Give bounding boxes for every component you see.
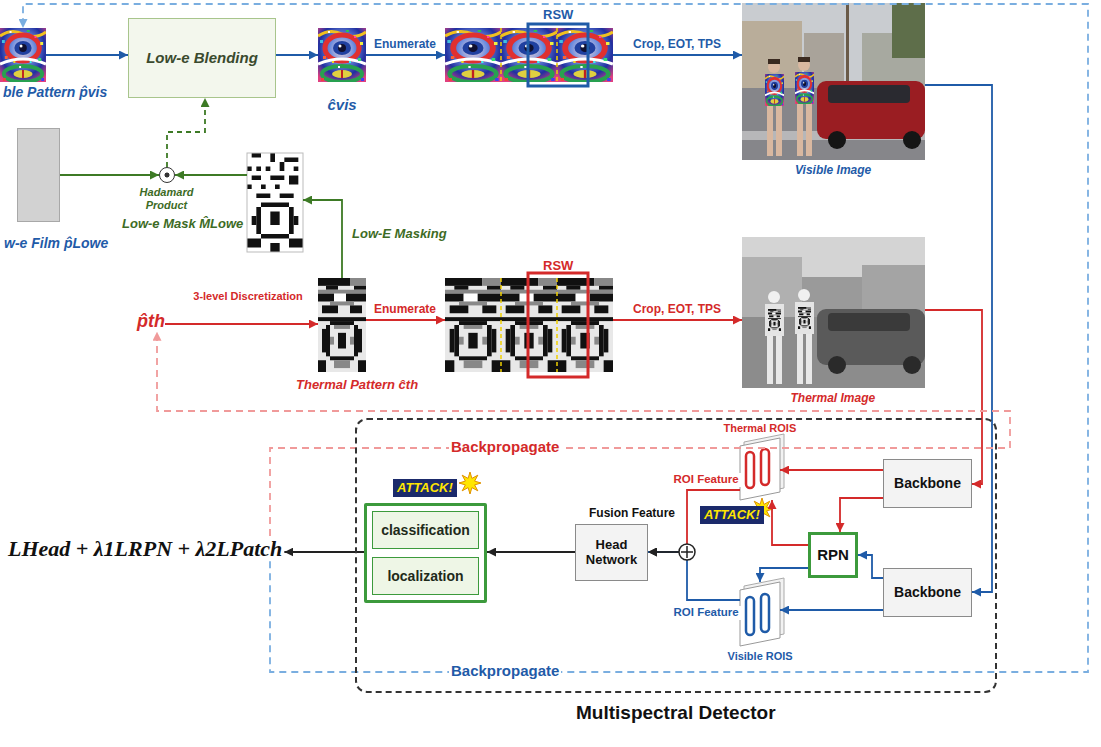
arrow — [613, 319, 742, 321]
mask-image: Low-e Mask M̂Lowe — [247, 153, 303, 252]
edge-label: Low-E Masking — [350, 226, 449, 242]
arrow — [858, 555, 883, 578]
window-strip: RSW — [445, 28, 613, 82]
roi-stack: Thermal ROIS — [740, 438, 780, 500]
arrow — [772, 500, 808, 545]
box-label: Head Network — [580, 538, 643, 568]
box-label: RPN — [817, 546, 849, 563]
caption-label: Thermal Pattern ĉth — [296, 377, 418, 393]
box-label: Backbone — [894, 475, 961, 491]
dashed-arrow — [157, 332, 1010, 536]
caption-label: w-e Film p̂Lowe — [4, 235, 108, 252]
arrow — [165, 323, 318, 325]
edge-label: Backpropagate — [449, 438, 561, 456]
arrow — [366, 319, 445, 321]
caption-label: Visible Image — [795, 163, 871, 177]
pattern-image: Thermal Pattern ĉth — [318, 278, 366, 372]
caption-label: Thermal ROIS — [724, 422, 797, 435]
pattern-image: ĉvis — [318, 28, 366, 82]
arrow — [175, 174, 247, 176]
detector-region: Multispectral DetectorThermal ROISBackbo… — [355, 418, 997, 693]
arrow — [780, 469, 883, 471]
caption-label: ble Pattern p̂vis — [3, 84, 107, 101]
edge-label: Backpropagate — [449, 662, 561, 680]
loss-formula: LHead + λ1LRPN + λ2LPatch — [6, 536, 284, 561]
caption-label: RSW — [543, 7, 573, 23]
caption-label: Low-e Mask M̂Lowe — [122, 216, 243, 232]
arrow — [366, 54, 445, 56]
rpn-box: RPN — [808, 532, 858, 578]
arrow — [276, 54, 318, 56]
arrow — [303, 200, 342, 278]
box-label: localization — [387, 568, 463, 584]
box-label: classification — [381, 522, 470, 538]
attack-badge: ATTACK! — [700, 506, 764, 524]
arrow — [60, 174, 159, 176]
output-box: ATTACK!classificationlocalization — [364, 503, 487, 603]
arrow — [840, 498, 883, 532]
arrow — [780, 609, 883, 611]
arrow — [925, 310, 982, 484]
caption-label: Multispectral Detector — [576, 702, 776, 725]
arrow — [487, 551, 575, 553]
box-label: Low-e Blending — [146, 49, 258, 66]
process-box: Low-e Blending — [128, 18, 276, 98]
head-output-box: classification — [372, 511, 479, 549]
head-network-box: Head Network — [575, 524, 648, 581]
dashed-arrow — [167, 98, 205, 167]
photo: Visible Image — [742, 3, 925, 160]
arrow — [46, 54, 128, 56]
variable-text: p̂th — [137, 311, 165, 332]
caption-label: RSW — [543, 258, 573, 274]
caption-label: ĉvis — [328, 96, 357, 114]
edge-label: Enumerate — [372, 302, 438, 316]
arrow — [648, 552, 740, 600]
hadamard-symbol: Hadamard Product — [159, 167, 175, 183]
edge-label: ROI Feature — [672, 473, 741, 487]
window-strip: RSW — [445, 278, 613, 372]
backbone-box: Backbone — [883, 568, 972, 617]
fusion-label: Fusion Feature — [589, 506, 675, 520]
attack-badge: ATTACK! — [393, 479, 457, 497]
backbone-box: Backbone — [883, 459, 972, 508]
arrow — [648, 490, 740, 552]
arrow — [925, 85, 992, 592]
free-text: p̂th — [137, 311, 165, 332]
edge-label: Crop, EOT, TPS — [631, 302, 723, 316]
film-box: w-e Film p̂Lowe — [17, 128, 60, 222]
edge-label: ROI Feature — [672, 606, 741, 620]
edge-label: Enumerate — [372, 37, 438, 51]
caption-label: Hadamard Product — [135, 186, 199, 212]
caption-label: Visible ROIS — [728, 650, 793, 663]
caption-label: Thermal Image — [791, 391, 876, 405]
head-output-box: localization — [372, 557, 479, 595]
arrow — [760, 568, 808, 582]
photo: Thermal Image — [742, 237, 925, 388]
edge-label: 3-level Discretization — [187, 290, 309, 303]
dashed-arrow — [23, 4, 1088, 672]
arrow — [613, 54, 742, 56]
edge-label: Crop, EOT, TPS — [631, 37, 723, 51]
pattern-image: ble Pattern p̂vis — [0, 28, 46, 82]
arrow — [284, 551, 364, 553]
free-text: LHead + λ1LRPN + λ2LPatch — [6, 536, 284, 561]
roi-stack: Visible ROIS — [740, 582, 780, 646]
box-label: Backbone — [894, 584, 961, 600]
